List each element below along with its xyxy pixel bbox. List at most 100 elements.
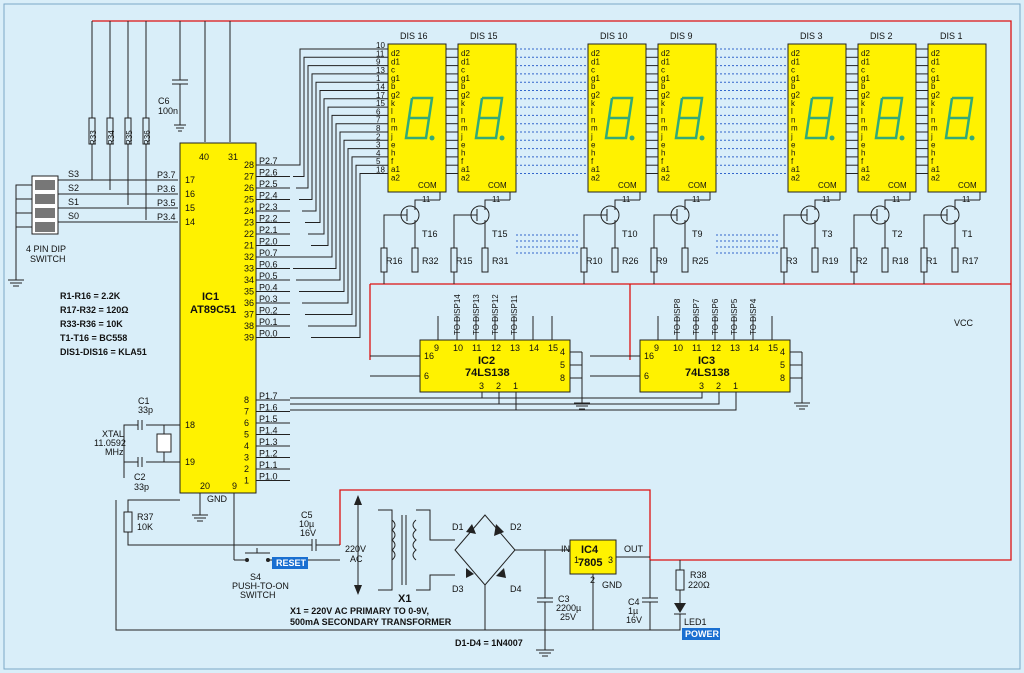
display-com-4: COM [818,181,837,190]
bus-pin-label-3: 13 [376,66,385,75]
digit-glyph-2 [604,96,634,140]
ic1-left-pin-5: 19 [185,457,195,467]
segment-pin-0-8: n [391,115,395,124]
seg-resistor-4 [811,247,819,273]
segment-pin-3-3: g1 [661,74,670,83]
segment-pin-3-10: j [660,132,663,141]
transistor-name-5: T2 [892,229,903,239]
ic1-right-pin-6: 22 [244,229,254,239]
ic1-right-pin-13: 37 [244,310,254,320]
dip-switch[interactable]: S3 S2 S1 S0 4 PIN DIP SWITCH [8,169,178,287]
c3-value2: 25V [560,612,576,622]
segment-pin-6-9: m [931,124,938,133]
seg-resistor-1 [481,247,489,273]
segment-pin-6-11: e [931,140,936,149]
segment-pin-4-6: k [791,99,796,108]
ic1-right-pin-12: 36 [244,298,254,308]
segment-pin-5-15: a2 [861,174,870,183]
segment-pin-0-0: d2 [391,49,400,58]
x1-note1: X1 = 220V AC PRIMARY TO 0-9V, [290,606,429,616]
ic1-right-label-3: P2.4 [259,191,278,201]
switch-caption-1: 4 PIN DIP [26,244,66,254]
bus-wire-15 [311,173,388,338]
segment-pin-0-9: m [391,124,398,133]
segment-pin-0-15: a2 [391,174,400,183]
ic1-right-pin-5: 23 [244,218,254,228]
display-name-5: DIS 2 [870,31,893,41]
segment-pin-2-8: n [591,115,595,124]
ic1-right-label-5: P2.2 [259,214,278,224]
ic4-in-label: IN [561,544,570,554]
ic3-top-pin-2: 11 [692,343,701,353]
ic1-right-pin-14: 38 [244,321,254,331]
ic4-in-pin: 1 [574,555,579,565]
ic1-right-pin-9: 33 [244,264,254,274]
segment-pin-4-3: g1 [791,74,800,83]
segment-pin-2-11: e [591,140,596,149]
segment-pin-1-12: h [461,149,465,158]
seg-resistor-name-1: R31 [492,256,509,266]
base-wire-3 [653,214,677,248]
segment-pin-1-14: a1 [461,165,470,174]
segment-pin-2-4: b [591,82,596,91]
bus-pin-label-10: 8 [376,124,381,133]
bus-wire-0 [290,48,388,166]
seg-resistor-6 [951,247,959,273]
segment-pin-0-7: l [391,107,393,116]
ic1-right-pin-11: 35 [244,287,254,297]
capacitor-c6: C6 100n [158,21,188,132]
ic1-right-label-6: P2.1 [259,225,278,235]
segment-pin-6-15: a2 [931,174,940,183]
segment-pin-1-0: d2 [461,49,470,58]
segment-pin-6-10: j [930,132,933,141]
segment-pin-1-13: f [461,157,464,166]
c5-value1: 10µ [299,519,314,529]
ic1-pin-top-1: 40 [199,152,209,162]
seg-resistor-name-6: R17 [962,256,979,266]
ic1-right-pin-7: 21 [244,241,254,251]
ic2-top-pin-4: 13 [510,343,520,353]
segment-pin-5-2: c [861,66,865,75]
ic2-output-2: TO DISP12 [491,294,500,335]
segment-pin-3-1: d1 [661,57,670,66]
decimal-point-0 [429,135,435,141]
ic1-left-pin-0: 17 [185,175,195,185]
ic2-top-pin-1: 10 [453,343,463,353]
segment-pin-5-8: n [861,115,865,124]
segment-pin-1-15: a2 [461,174,470,183]
segment-pin-4-5: g2 [791,91,800,100]
seg-resistor-name-3: R25 [692,256,709,266]
segment-pin-3-15: a2 [661,174,670,183]
base-wire-0 [383,214,407,248]
ic2-decoder: IC2 74LS138 [419,339,571,393]
c4-value2: 16V [626,615,642,625]
ic1-pin-top-2: 31 [228,152,238,162]
ic3-top-pin-1: 10 [673,343,683,353]
ic1-right-label-21: P1.2 [259,449,278,459]
ic2-bottom-pin-1: 2 [496,381,501,391]
segment-pin-1-6: k [461,99,466,108]
segment-pin-0-13: f [391,157,394,166]
c5-name: C5 [301,510,313,520]
segment-pin-4-4: b [791,82,796,91]
ic1-pin-bottom-1: 20 [200,481,210,491]
ic3-top-pin-6: 15 [768,343,778,353]
segment-pin-5-0: d2 [861,49,870,58]
transistor-name-2: T10 [622,229,638,239]
ic1-right-pin-0: 28 [244,160,254,170]
ic1-right-label-14: P0.1 [259,317,278,327]
digit-glyph-6 [944,96,974,140]
mains-line2: AC [350,554,363,564]
ic1-right-label-0: P2.7 [259,156,278,166]
base-wire-1 [453,214,477,248]
diode-note: D1-D4 = 1N4007 [455,638,523,648]
display-name-4: DIS 3 [800,31,823,41]
bus-wire-1 [293,56,388,177]
seg-resistor-name-4: R19 [822,256,839,266]
ic1-part: AT89C51 [190,304,236,316]
segment-pin-2-5: g2 [591,91,600,100]
bus-pin-label-0: 10 [376,41,385,50]
